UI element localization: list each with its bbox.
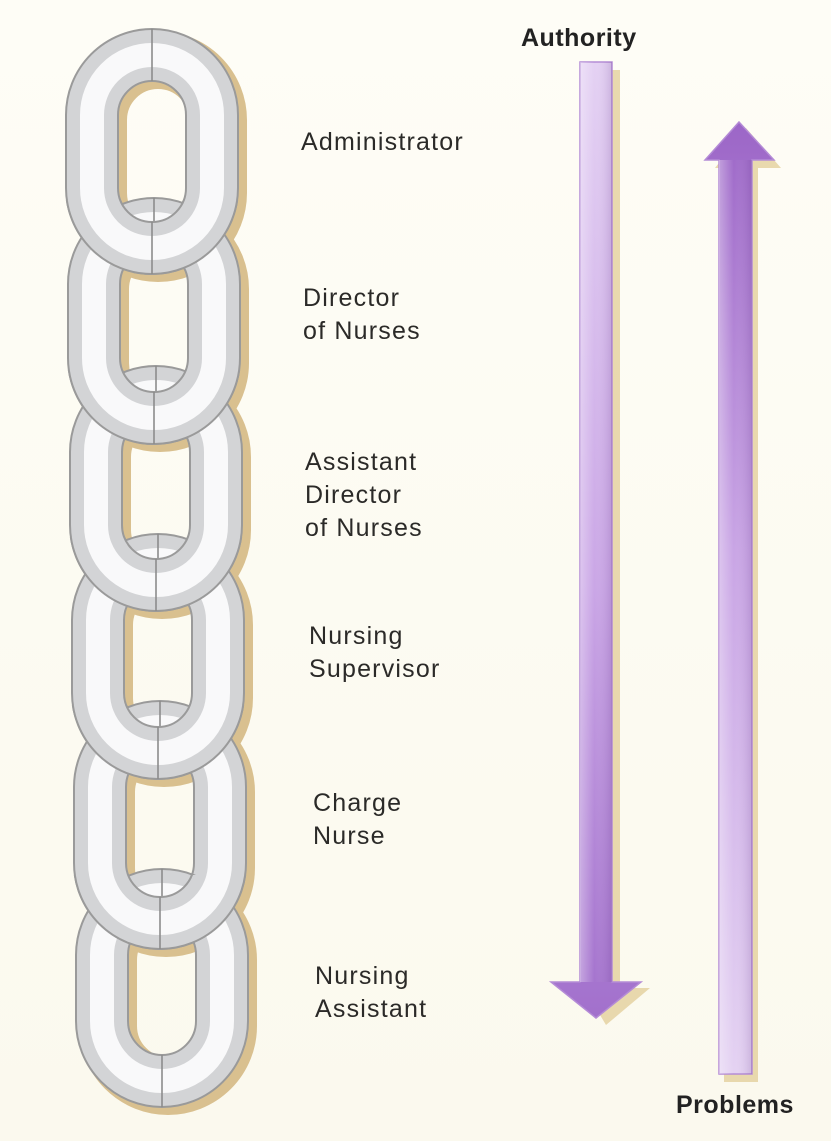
problems-arrow [705,122,781,1082]
level-label-line: Administrator [301,128,464,156]
level-label: Director of Nurses [303,284,421,345]
level-label: Administrator [301,128,464,156]
level-label-line: Director [303,284,400,312]
level-label-line: Director [305,481,402,509]
level-label-line: Charge [313,789,402,817]
authority-label: Authority [521,24,637,52]
level-label-line: Nursing [309,622,404,650]
level-label-line: Nursing [315,962,410,990]
level-label-line: of Nurses [303,317,421,345]
level-label-line: Nurse [313,822,386,850]
level-label-line: Assistant [305,448,417,476]
level-label-line: Assistant [315,995,427,1023]
authority-arrow [551,62,650,1025]
chain-links [92,29,228,1107]
level-label-line: of Nurses [305,514,423,542]
level-label-line: Supervisor [309,655,441,683]
problems-label: Problems [676,1091,794,1119]
problems-arrow-sheen [719,160,752,1074]
authority-arrow-sheen [580,62,612,982]
